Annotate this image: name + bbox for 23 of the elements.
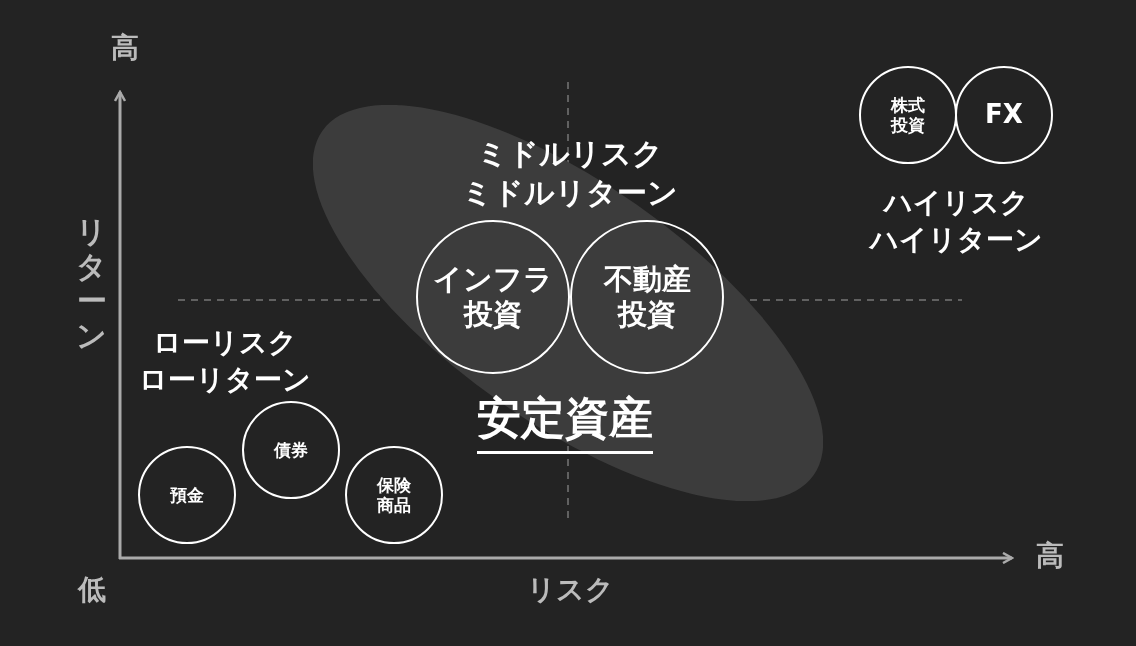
asset-label: 預金 bbox=[170, 484, 204, 506]
investment-circle bbox=[570, 220, 724, 374]
zone-label: ローリスクローリターン bbox=[138, 325, 312, 398]
axis-label: 高 bbox=[1035, 538, 1065, 575]
zone-label: ハイリスクハイリターン bbox=[868, 185, 1044, 258]
investment-circle bbox=[859, 66, 957, 164]
asset-label: FX bbox=[985, 99, 1023, 131]
asset-label: 保険商品 bbox=[376, 474, 412, 516]
asset-label: 不動産投資 bbox=[602, 262, 692, 332]
asset-label: インフラ投資 bbox=[432, 262, 554, 332]
asset-label: 株式投資 bbox=[889, 94, 926, 136]
asset-label: 債券 bbox=[274, 439, 308, 461]
axis-label: 高 bbox=[110, 30, 140, 67]
zone-heading: ミドルリスクミドルリターン bbox=[461, 135, 679, 212]
investment-circle bbox=[345, 446, 443, 544]
axis-title: リターン bbox=[76, 215, 108, 353]
axis-title: リスク bbox=[525, 572, 615, 609]
zone-title: 安定資産 bbox=[477, 392, 653, 454]
investment-circle bbox=[416, 220, 570, 374]
investment-circle bbox=[138, 446, 236, 544]
investment-circle bbox=[955, 66, 1053, 164]
investment-circle bbox=[242, 401, 340, 499]
axis-label: 低 bbox=[76, 572, 107, 609]
